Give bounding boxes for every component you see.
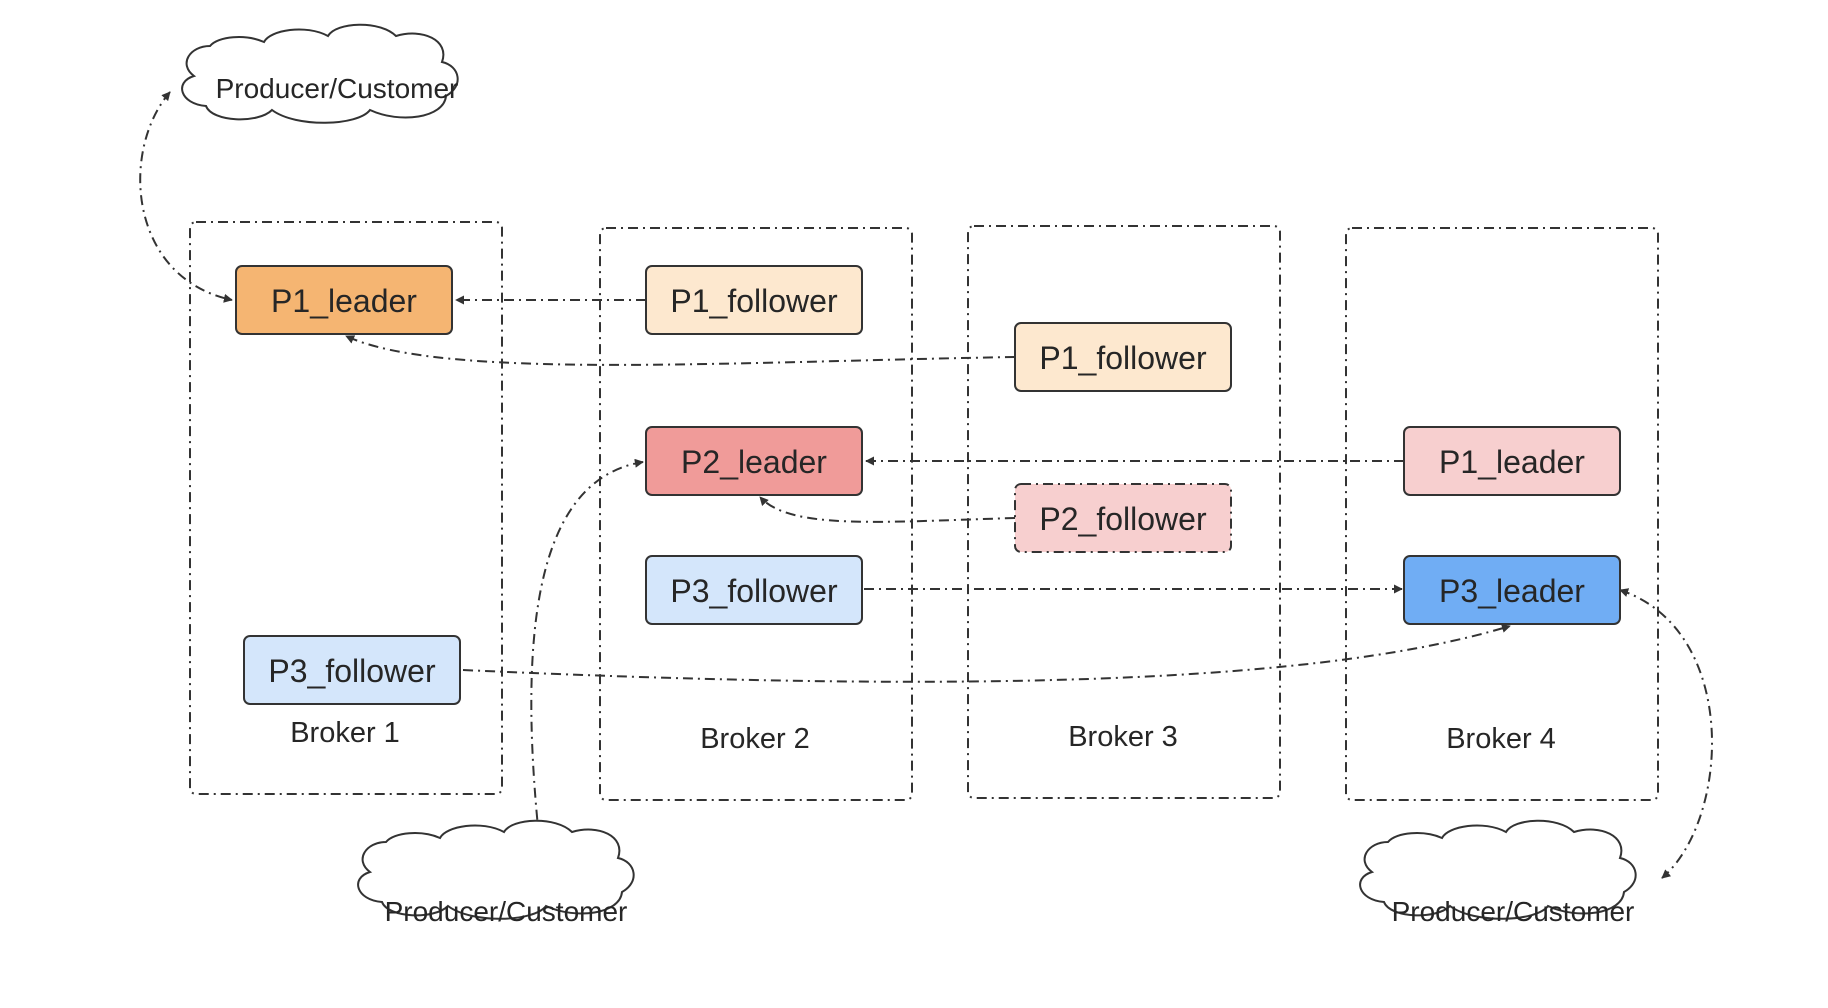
b4-p1-leader: P1_leader bbox=[1403, 426, 1621, 496]
broker-3: Broker 3 bbox=[967, 225, 1281, 799]
producer-customer-cloud-top: Producer/Customer bbox=[181, 23, 459, 124]
b3-p1-follower: P1_follower bbox=[1014, 322, 1232, 392]
b2-p3-follower: P3_follower bbox=[645, 555, 863, 625]
b2-p1-follower: P1_follower bbox=[645, 265, 863, 335]
replication-arrow-b3-p1-to-b1-p1 bbox=[345, 335, 1016, 366]
broker-2-label: Broker 2 bbox=[700, 723, 810, 755]
cloud-label: Producer/Customer bbox=[216, 73, 459, 104]
broker-1: Broker 1 bbox=[189, 221, 503, 795]
broker-4-label: Broker 4 bbox=[1446, 723, 1556, 755]
b4-p3-leader: P3_leader bbox=[1403, 555, 1621, 625]
partition-label: P3_follower bbox=[268, 653, 436, 689]
cloud-label: Producer/Customer bbox=[385, 896, 628, 927]
client-arrow-bottom-left bbox=[530, 458, 644, 857]
partition-label: P2_leader bbox=[681, 444, 827, 480]
b1-p3-follower: P3_follower bbox=[243, 635, 461, 705]
partition-label: P1_leader bbox=[1439, 444, 1585, 480]
partition-label: P3_leader bbox=[1439, 573, 1585, 609]
producer-customer-cloud-bottom-right: Producer/Customer bbox=[1359, 819, 1637, 927]
partition-label: P2_follower bbox=[1039, 501, 1207, 537]
replication-arrow-b1-p3-to-b4-p3 bbox=[462, 624, 1511, 683]
b3-p2-follower: P2_follower bbox=[1014, 483, 1232, 553]
client-arrow-bottom-right bbox=[1619, 588, 1713, 879]
b1-p1-leader: P1_leader bbox=[235, 265, 453, 335]
partition-label: P1_leader bbox=[271, 283, 417, 319]
broker-1-label: Broker 1 bbox=[290, 717, 400, 749]
cloud-label: Producer/Customer bbox=[1392, 896, 1635, 927]
broker-3-label: Broker 3 bbox=[1068, 721, 1178, 753]
partition-label: P1_follower bbox=[670, 283, 838, 319]
partition-label: P1_follower bbox=[1039, 340, 1207, 376]
partition-label: P3_follower bbox=[670, 573, 838, 609]
client-arrow-top bbox=[139, 91, 233, 303]
replication-arrow-b3-p2-to-b2-p2 bbox=[759, 496, 1016, 523]
b2-p2-leader: P2_leader bbox=[645, 426, 863, 496]
broker-4: Broker 4 bbox=[1345, 227, 1659, 801]
producer-customer-cloud-bottom-left: Producer/Customer bbox=[357, 819, 635, 927]
